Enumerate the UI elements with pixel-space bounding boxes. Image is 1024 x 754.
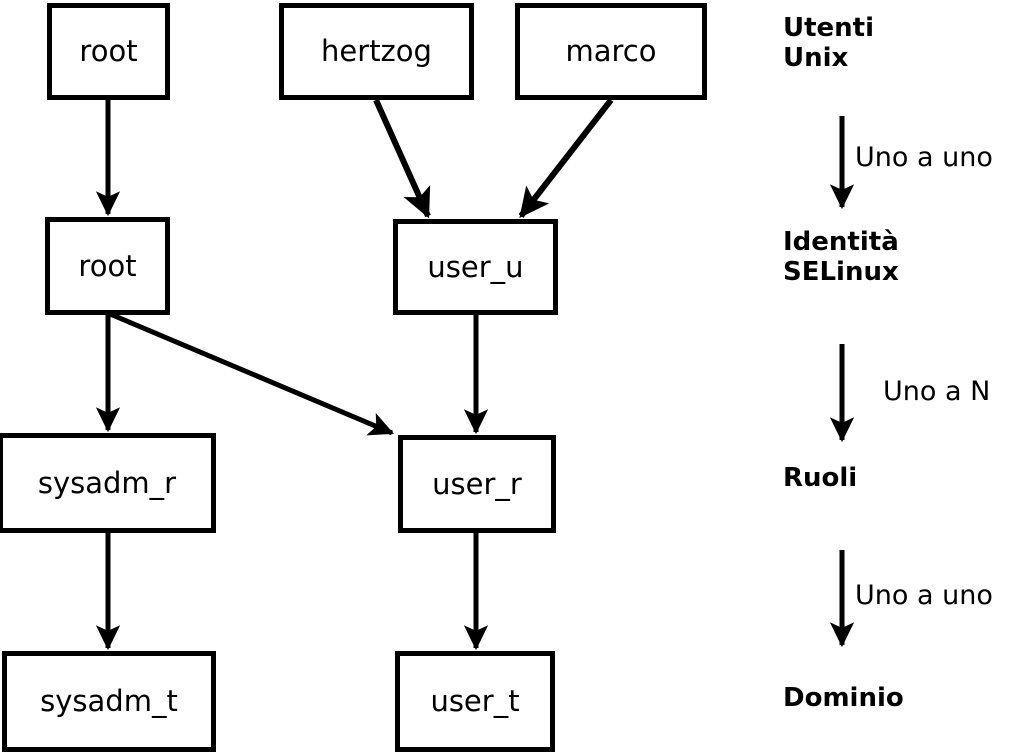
- node-unix-root[interactable]: root: [47, 3, 170, 100]
- node-domain-sysadm-t[interactable]: sysadm_t: [2, 651, 216, 752]
- node-label: hertzog: [321, 34, 432, 68]
- legend-term-identita-selinux: Identità SELinux: [783, 227, 899, 287]
- node-domain-user-t[interactable]: user_t: [395, 651, 555, 752]
- legend-term-dominio: Dominio: [783, 683, 904, 713]
- node-label: sysadm_t: [40, 684, 178, 718]
- legend-term-utenti-unix: Utenti Unix: [783, 13, 875, 73]
- edge-identity-root-to-user-r: [109, 311, 394, 436]
- node-label: user_r: [432, 466, 522, 501]
- node-label: marco: [565, 34, 657, 68]
- edge-marco-to-user-u: [518, 98, 614, 219]
- node-unix-hertzog[interactable]: hertzog: [279, 3, 474, 100]
- node-label: user_u: [427, 249, 524, 284]
- node-identity-user-u[interactable]: user_u: [393, 219, 558, 315]
- node-role-user-r[interactable]: user_r: [398, 435, 556, 533]
- node-label: user_t: [430, 684, 520, 718]
- legend-relation-label-3: Uno a uno: [855, 580, 993, 611]
- node-identity-root[interactable]: root: [45, 217, 170, 315]
- node-label: root: [79, 34, 138, 68]
- node-label: root: [78, 248, 137, 283]
- legend-relation-label-1: Uno a uno: [855, 142, 993, 173]
- node-unix-marco[interactable]: marco: [515, 3, 707, 100]
- edge-hertzog-to-user-u: [373, 98, 431, 219]
- legend-term-ruoli: Ruoli: [783, 463, 858, 493]
- legend-relation-label-2: Uno a N: [883, 376, 991, 407]
- node-label: sysadm_r: [37, 465, 177, 500]
- node-role-sysadm-r[interactable]: sysadm_r: [0, 433, 216, 533]
